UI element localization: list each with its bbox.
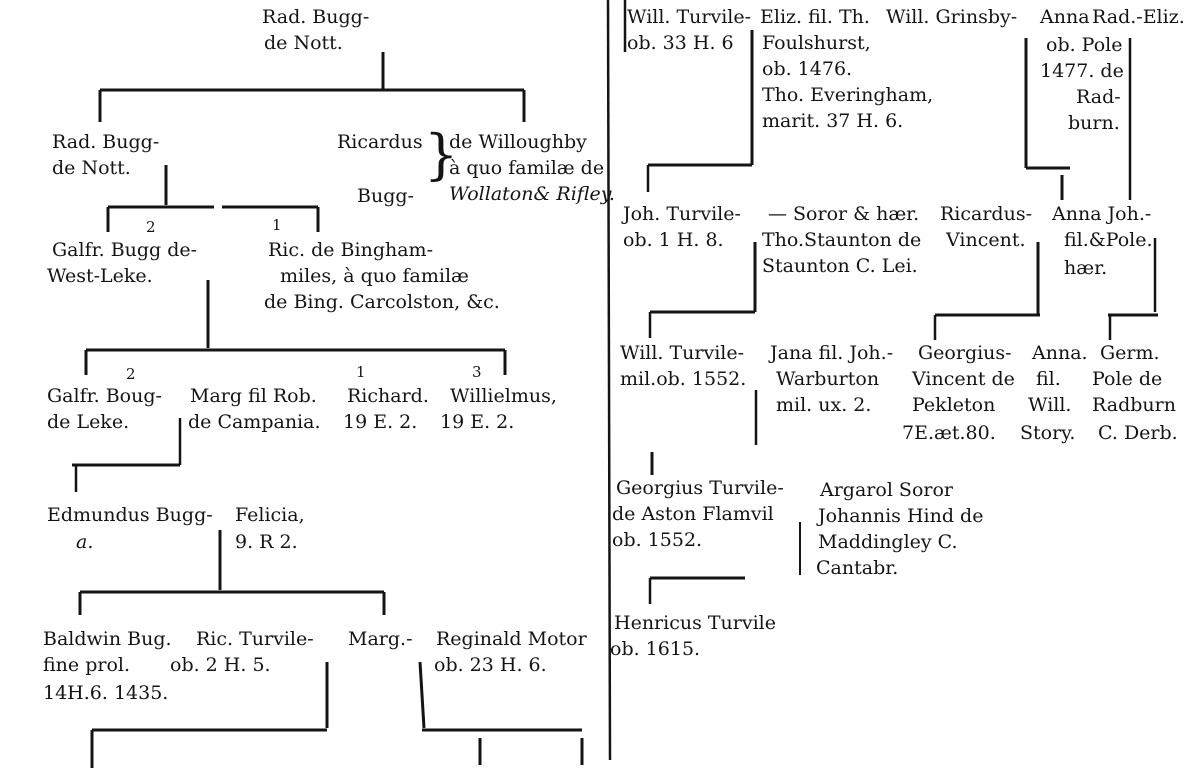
argarol-line-2: Johannis Hind de [818, 505, 984, 527]
felicia-line-2: 9. R 2. [235, 531, 298, 553]
joh-turvile-line-2: ob. 1 H. 8. [623, 229, 724, 251]
marg-label: Marg.- [348, 628, 413, 650]
column-divider [606, 0, 612, 761]
rad-bugg-line-2: de Nott. [264, 32, 343, 54]
will-turvile-line-1: Will. Turvile- [627, 6, 752, 28]
ricardus-line-1: Ricardus [337, 131, 423, 153]
germ-line-3: Radburn [1092, 394, 1176, 416]
will-turvile-2-line-2: mil.ob. 1552. [620, 368, 747, 390]
line [418, 661, 426, 729]
baldwin-line-2: fine prol. [43, 654, 130, 676]
germ-line-4: C. Derb. [1098, 422, 1178, 444]
georgius-vincent-line-1: Georgius- [918, 342, 1012, 364]
number-label: 1 [272, 216, 282, 234]
willoughby-line-2: à quo familæ de [449, 157, 605, 179]
edmundus-line-2: a. [76, 531, 94, 553]
number-label: 3 [472, 363, 482, 381]
rad-bugg-2-line-2: de Nott. [52, 157, 131, 179]
argarol-line-4: Cantabr. [816, 557, 899, 579]
jana-line-1: Jana fil. Joh.- [770, 342, 894, 364]
baldwin-line-3: 14H.6. 1435. [43, 682, 169, 704]
rad-bugg-line-1: Rad. Bugg- [262, 6, 370, 28]
edmundus-line-1: Edmundus Bugg- [47, 504, 213, 526]
galfr-bugg-line-2: West-Leke. [47, 265, 153, 287]
richard-line-2: 19 E. 2. [343, 411, 418, 433]
number-label: 2 [126, 365, 136, 383]
anna-joh-line-3: hær. [1064, 257, 1108, 279]
ric-bingham-line-1: Ric. de Bingham- [268, 239, 433, 261]
felicia-line-1: Felicia, [235, 504, 305, 526]
anna-fil-line-3: Will. [1028, 394, 1072, 416]
germ-line-1: Germ. [1100, 342, 1160, 364]
rad-eliz-line-1: Rad.-Eliz. [1092, 6, 1185, 28]
ric-turvile-line-1: Ric. Turvile- [196, 628, 314, 650]
rad-eliz-line-3: 1477. de [1040, 60, 1124, 82]
anna-top: Anna [1040, 6, 1090, 28]
anna-fil-line-1: Anna. [1032, 342, 1088, 364]
number-label: 1 [356, 363, 366, 381]
georgius-turvile-line-1: Georgius Turvile- [616, 477, 784, 499]
ricardus-vincent-line-2: Vincent. [946, 229, 1026, 251]
henricus-line-1: Henricus Turvile [614, 612, 777, 634]
ricardus-line-2: Bugg- [357, 185, 414, 207]
will-turvile-2-line-1: Will. Turvile- [620, 342, 745, 364]
willielmus-line-1: Willielmus, [450, 385, 557, 407]
will-turvile-line-2: ob. 33 H. 6 [627, 32, 734, 54]
jana-line-2: Warburton [776, 368, 880, 390]
anna-joh-line-2: fil.&Pole. [1064, 229, 1153, 251]
eliz-th-line-4: Tho. Everingham, [762, 84, 934, 106]
soror-line-3: Staunton C. Lei. [762, 255, 918, 277]
rad-eliz-line-4: Rad- [1076, 86, 1121, 108]
willielmus-line-2: 19 E. 2. [440, 411, 515, 433]
eliz-th-line-5: marit. 37 H. 6. [762, 110, 904, 132]
anna-fil-line-4: Story. [1020, 422, 1076, 444]
anna-joh-line-1: Anna Joh.- [1052, 203, 1152, 225]
number-label: 2 [146, 218, 156, 236]
ric-bingham-line-3: de Bing. Carcolston, &c. [264, 291, 500, 313]
ricardus-vincent-line-1: Ricardus- [940, 203, 1033, 225]
brace-glyph: } [424, 123, 459, 186]
ric-turvile-line-2: ob. 2 H. 5. [170, 654, 271, 676]
joh-turvile-line-1: Joh. Turvile- [623, 203, 741, 225]
marg-rob-line-2: de Campania. [188, 411, 321, 433]
henricus-line-2: ob. 1615. [610, 638, 701, 660]
galfr-boug-line-2: de Leke. [47, 411, 130, 433]
anna-fil-line-2: fil. [1036, 368, 1061, 390]
reginald-line-1: Reginald Motor [436, 628, 587, 650]
georgius-turvile-line-2: de Aston Flamvil [612, 503, 774, 525]
jana-line-3: mil. ux. 2. [776, 394, 872, 416]
argarol-line-1: Argarol Soror [820, 479, 953, 501]
galfr-boug-line-1: Galfr. Boug- [47, 385, 162, 407]
will-grinsby: Will. Grinsby- [886, 6, 1018, 28]
ric-bingham-line-2: miles, à quo familæ [280, 265, 469, 287]
marg-rob-line-1: Marg fil Rob. [190, 385, 317, 407]
germ-line-2: Pole de [1092, 368, 1163, 390]
georgius-vincent-line-4: 7E.æt.80. [902, 422, 996, 444]
soror-line-1: — Soror & hær. [768, 203, 920, 225]
georgius-turvile-line-3: ob. 1552. [612, 529, 703, 551]
rad-eliz-line-2: ob. Pole [1046, 34, 1123, 56]
galfr-bugg-line-1: Galfr. Bugg de- [52, 239, 198, 261]
reginald-line-2: ob. 23 H. 6. [434, 654, 547, 676]
argarol-line-3: Maddingley C. [818, 531, 958, 553]
georgius-vincent-line-2: Vincent de [912, 368, 1015, 390]
eliz-th-line-3: ob. 1476. [762, 58, 853, 80]
eliz-th-line-2: Foulshurst, [762, 32, 871, 54]
soror-line-2: Tho.Staunton de [762, 229, 922, 251]
baldwin-line-1: Baldwin Bug. [43, 628, 172, 650]
richard-line-1: Richard. [347, 385, 429, 407]
willoughby-line-1: de Willoughby [449, 131, 587, 153]
georgius-vincent-line-3: Pekleton [912, 394, 996, 416]
eliz-th-line-1: Eliz. fil. Th. [760, 6, 870, 28]
rad-bugg-2-line-1: Rad. Bugg- [52, 131, 160, 153]
rad-eliz-line-5: burn. [1068, 112, 1120, 134]
willoughby-line-3: Wollaton& Rifley. [449, 183, 615, 205]
